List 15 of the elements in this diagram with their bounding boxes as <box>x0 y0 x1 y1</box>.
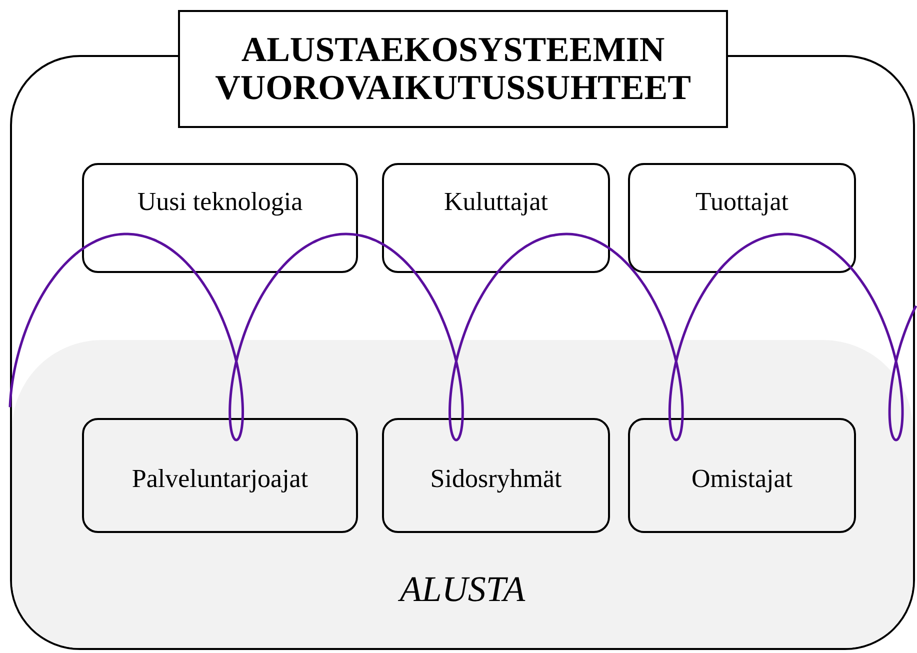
group-box <box>628 163 856 273</box>
actor-label: Sidosryhmät <box>429 464 563 494</box>
title: ALUSTAEKOSYSTEEMIN VUOROVAIKUTUSSUHTEET <box>214 30 692 108</box>
group-box <box>82 418 358 533</box>
group-box <box>382 418 610 533</box>
actor-label: Tuottajat <box>694 187 790 217</box>
actor-label: Uusi teknologia <box>136 187 304 217</box>
actor-label: Omistajat <box>690 464 794 494</box>
actor-label: Kuluttajat <box>443 187 549 217</box>
group-box <box>628 418 856 533</box>
actor-label: Palveluntarjoajat <box>130 464 310 494</box>
group-box <box>82 163 358 273</box>
group-box <box>382 163 610 273</box>
platform-band <box>12 340 913 648</box>
platform-label: ALUSTA <box>397 568 526 610</box>
